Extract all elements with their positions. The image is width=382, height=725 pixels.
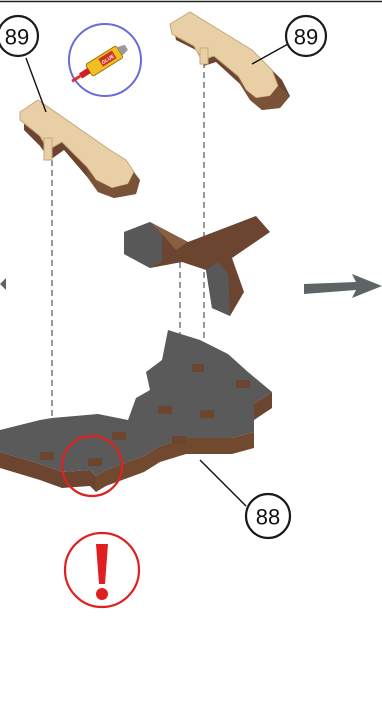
callout-label: 89 [5,25,29,50]
callout-label: 89 [294,25,318,50]
glue-tube-icon: GLUE [68,24,141,96]
part-89-left [20,100,140,198]
callout-89-right: 89 [286,16,326,56]
part-88-base [0,330,272,492]
callout-label: 88 [256,505,280,530]
callout-89-left: 89 [0,16,38,56]
part-middle-bracket [124,216,270,316]
arrow-left-icon [0,278,6,290]
part-89-right [170,12,290,110]
exclamation-warning-icon [65,533,139,607]
arrow-right-icon [304,274,382,298]
callout-88: 88 [246,494,290,538]
